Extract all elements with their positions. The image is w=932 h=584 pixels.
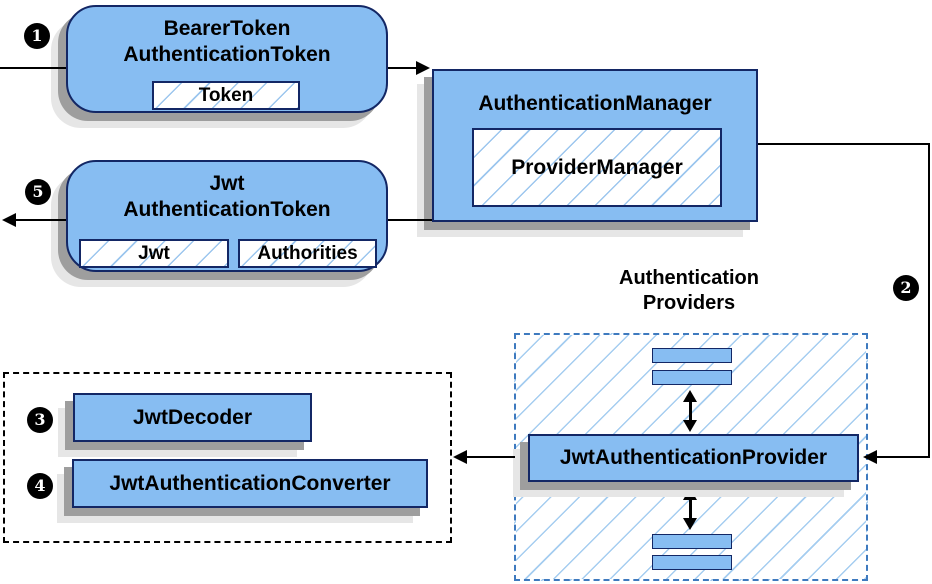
connector-outgoing-result <box>15 219 66 221</box>
node-title-line2: AuthenticationToken <box>123 43 331 66</box>
jwt-decoder-node: JwtDecoder <box>73 393 312 442</box>
double-arrow-icon <box>683 488 697 530</box>
jwt-field: Jwt <box>79 239 229 268</box>
step-5-badge: 5 <box>25 179 51 205</box>
arrowhead-right-icon <box>416 61 430 75</box>
group-title-line2: Providers <box>642 292 736 314</box>
jwt-authentication-provider-node: JwtAuthenticationProvider <box>528 434 859 482</box>
step-1-badge: 1 <box>24 23 50 49</box>
connector-step2-side <box>928 143 930 458</box>
provider-placeholder-bar <box>652 555 732 570</box>
arrowhead-up-icon <box>683 390 697 402</box>
jwt-authentication-token-node: Jwt AuthenticationToken Jwt Authorities <box>66 160 388 272</box>
arrowhead-up-icon <box>683 488 697 500</box>
connector-incoming-request <box>0 67 66 69</box>
node-title-line1: Jwt <box>209 172 245 195</box>
bearer-token-authentication-token-node: BearerToken AuthenticationToken Token <box>66 5 388 113</box>
connector-token-to-manager <box>388 67 418 69</box>
provider-placeholder-bar <box>652 534 732 549</box>
arrowhead-left-icon <box>863 450 877 464</box>
arrowhead-down-icon <box>683 518 697 530</box>
arrowhead-left-icon <box>453 450 467 464</box>
group-title-line1: Authentication <box>619 267 759 289</box>
node-title-line1: BearerToken <box>163 17 291 40</box>
provider-placeholder-bar <box>652 370 732 385</box>
connector-step2-bottom <box>876 456 930 458</box>
connector-provider-to-helpers <box>466 456 515 458</box>
double-arrow-icon <box>683 390 697 432</box>
token-field: Token <box>152 81 300 110</box>
authentication-manager-node: AuthenticationManager ProviderManager <box>432 69 758 222</box>
authorities-field: Authorities <box>238 239 377 268</box>
provider-placeholder-bar <box>652 348 732 363</box>
arrowhead-down-icon <box>683 420 697 432</box>
authentication-providers-group-title: Authentication Providers <box>589 266 789 316</box>
step-3-badge: 3 <box>27 407 53 433</box>
arrowhead-left-icon <box>2 213 16 227</box>
connector-step2-top <box>758 143 930 145</box>
provider-manager-field: ProviderManager <box>472 128 722 207</box>
node-title-line2: AuthenticationToken <box>123 198 331 221</box>
step-2-badge: 2 <box>893 275 919 301</box>
jwt-authentication-converter-node: JwtAuthenticationConverter <box>72 459 428 508</box>
node-title: AuthenticationManager <box>478 92 712 115</box>
step-4-badge: 4 <box>27 473 53 499</box>
connector-manager-to-jwt-token <box>388 219 432 221</box>
